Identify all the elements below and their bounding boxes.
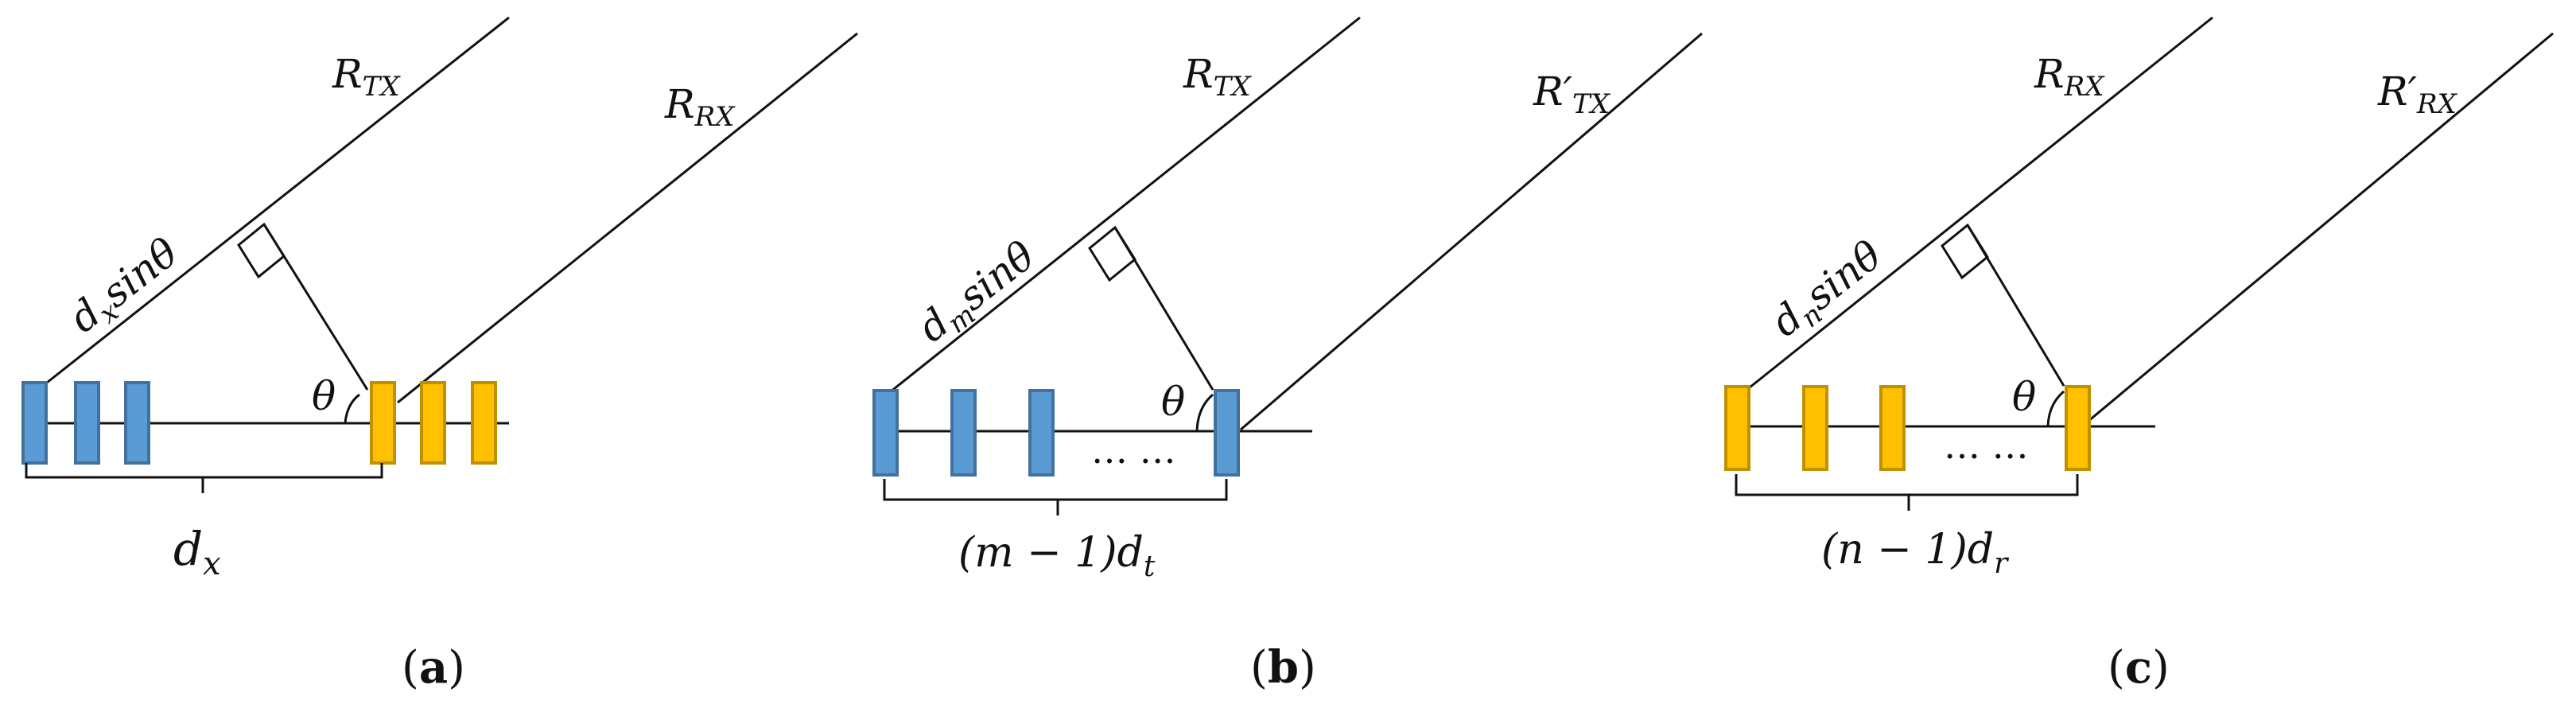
spacing-brace [1735, 474, 2079, 511]
ellipsis: … … [1944, 424, 2029, 467]
ray-rx-prime [2087, 32, 2554, 423]
rx-element [420, 381, 446, 465]
angle-arc [344, 393, 360, 424]
rx-element [370, 381, 396, 465]
tx-element [124, 381, 150, 465]
right-angle-marker [237, 222, 286, 279]
ray-tx [882, 16, 1361, 399]
rx-element [471, 381, 497, 465]
panel-a: RTX RRX dxsinθ θ dx (a) [21, 16, 858, 694]
angle-arc [1195, 393, 1214, 432]
tx-element [74, 381, 100, 465]
caption-b: (b) [1250, 641, 1316, 694]
tx-element [1214, 389, 1240, 477]
path-difference-label: dxsinθ [61, 229, 190, 346]
ray-rx-label: RRX [664, 81, 736, 133]
ray-rx-prime-label: R′RX [2377, 68, 2458, 120]
rx-element [1879, 385, 1906, 471]
caption-a: (a) [402, 641, 465, 694]
spacing-label: (m − 1)dt [958, 529, 1156, 583]
ellipsis: … … [1091, 429, 1176, 472]
angle-label: θ [1161, 379, 1185, 425]
spacing-brace [883, 479, 1228, 516]
right-angle-marker [1088, 225, 1136, 282]
rx-element [1802, 385, 1828, 471]
spacing-brace [25, 463, 383, 493]
spacing-label: (n − 1)dr [1821, 526, 2009, 580]
rx-element [2065, 385, 2091, 471]
ray-rx [397, 32, 858, 404]
angle-arc [2046, 390, 2065, 427]
ray-tx-label: RTX [332, 51, 401, 103]
ray-tx [35, 16, 510, 393]
panel-c: … … RRX R′RX dnsinθ θ (n − 1)dr (c) [1724, 16, 2554, 694]
path-difference-label: dmsinθ [910, 232, 1047, 356]
tx-element [1028, 389, 1055, 477]
angle-label: θ [312, 373, 336, 419]
caption-c: (c) [2108, 641, 2170, 694]
path-difference-label: dnsinθ [1763, 232, 1894, 350]
ray-rx [1741, 16, 2213, 395]
panel-b: … … RTX R′TX dmsinθ θ (m − 1)dt (b) [872, 16, 1703, 694]
tx-element [21, 381, 48, 465]
tx-element [950, 389, 977, 477]
ray-rx-label: RRX [2034, 51, 2105, 103]
spacing-label: dx [173, 522, 221, 582]
rx-element [1724, 385, 1750, 471]
ray-tx-label: RTX [1183, 51, 1252, 103]
ray-tx-prime-label: R′TX [1533, 68, 1611, 120]
tx-element [872, 389, 899, 477]
right-angle-marker [1941, 223, 1989, 280]
angle-label: θ [2012, 374, 2036, 420]
ray-tx-prime [1240, 32, 1703, 431]
